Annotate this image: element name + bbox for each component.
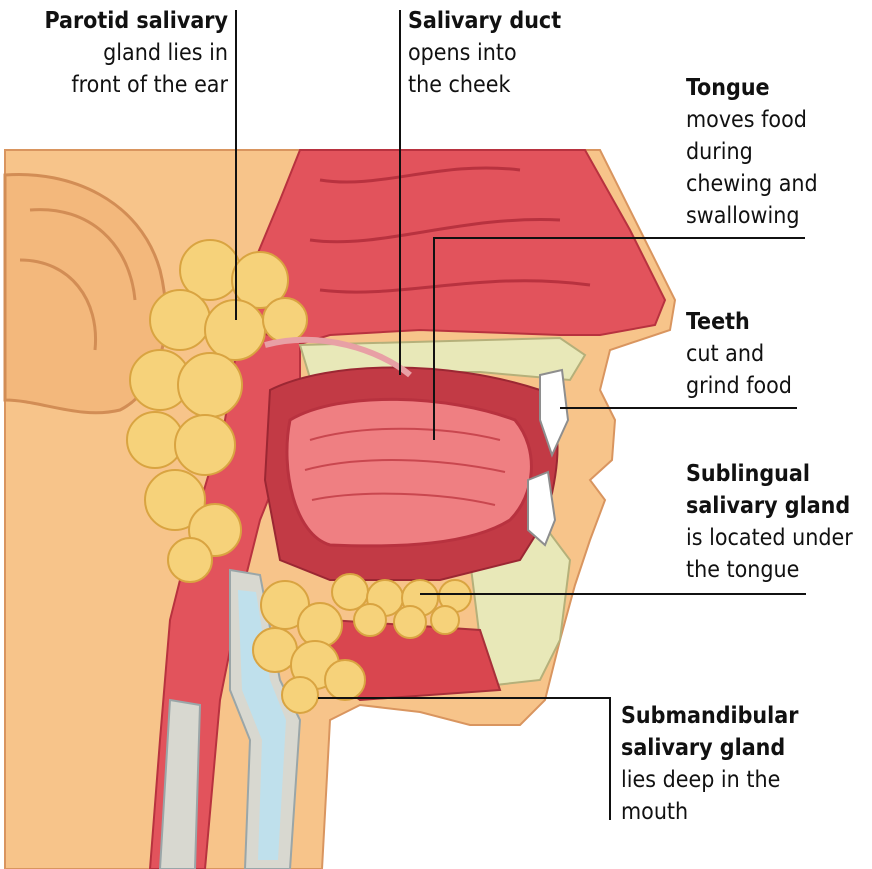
label-sublingual: Sublingual salivary gland is located und…: [686, 458, 853, 586]
label-submandibular-line2: mouth: [621, 796, 798, 828]
label-duct-line1: opens into: [408, 37, 561, 69]
label-sublingual-line2: the tongue: [686, 554, 853, 586]
label-teeth-line1: cut and: [686, 338, 792, 370]
label-tongue-line4: swallowing: [686, 200, 818, 232]
label-submandibular-title-2: salivary gland: [621, 732, 798, 764]
label-duct-title: Salivary duct: [408, 5, 561, 37]
nasal-cavity: [250, 150, 665, 350]
label-tongue: Tongue moves food during chewing and swa…: [686, 72, 818, 232]
label-parotid-title: Parotid salivary: [10, 5, 228, 37]
label-parotid: Parotid salivary gland lies in front of …: [10, 5, 228, 101]
label-duct-line2: the cheek: [408, 69, 561, 101]
label-sublingual-title-1: Sublingual: [686, 458, 853, 490]
label-parotid-line1: gland lies in: [10, 37, 228, 69]
label-submandibular-line1: lies deep in the: [621, 764, 798, 796]
label-tongue-line3: chewing and: [686, 168, 818, 200]
label-sublingual-title-2: salivary gland: [686, 490, 853, 522]
label-tongue-line2: during: [686, 136, 818, 168]
label-teeth: Teeth cut and grind food: [686, 306, 792, 402]
label-teeth-title: Teeth: [686, 306, 792, 338]
tongue-shape: [287, 399, 531, 546]
label-teeth-line2: grind food: [686, 370, 792, 402]
label-sublingual-line1: is located under: [686, 522, 853, 554]
label-duct: Salivary duct opens into the cheek: [408, 5, 561, 101]
label-parotid-line2: front of the ear: [10, 69, 228, 101]
label-tongue-line1: moves food: [686, 104, 818, 136]
label-tongue-title: Tongue: [686, 72, 818, 104]
label-submandibular: Submandibular salivary gland lies deep i…: [621, 700, 798, 828]
label-submandibular-title-1: Submandibular: [621, 700, 798, 732]
